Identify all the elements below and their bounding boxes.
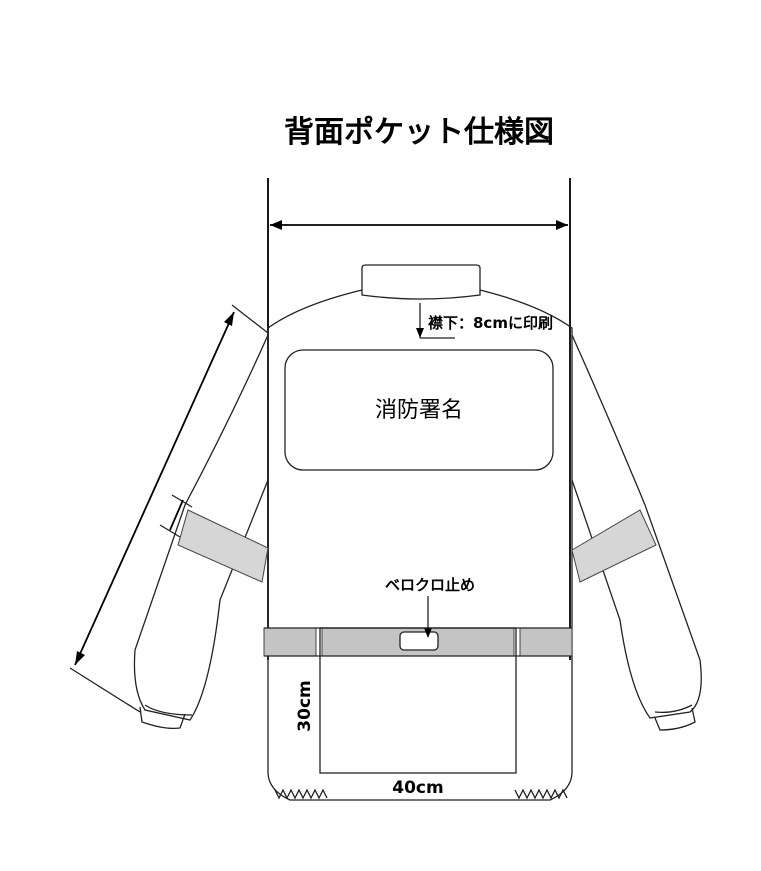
right-sleeve xyxy=(571,334,702,719)
band-width-dimension xyxy=(159,494,193,538)
diagram-title: 背面ポケット仕様図 xyxy=(284,115,554,150)
waist-band-left xyxy=(263,627,317,657)
velcro-tab xyxy=(399,631,439,651)
jacket-body-outline xyxy=(267,289,573,801)
waist-band-right xyxy=(519,627,573,657)
collar xyxy=(361,264,481,300)
sleeve-length-dimension xyxy=(69,304,269,713)
right-sleeve-band xyxy=(571,509,657,583)
hem-vent-right xyxy=(514,788,568,800)
left-sleeve-band xyxy=(177,509,269,583)
left-cuff-fold xyxy=(144,704,193,716)
pocket-width-label: 40cm xyxy=(392,778,443,798)
station-name-panel xyxy=(284,349,554,471)
left-sleeve xyxy=(133,334,269,721)
hem-vent-left xyxy=(274,788,328,800)
right-cuff xyxy=(654,707,696,731)
collar-note: 襟下：8cmに印刷 xyxy=(428,314,553,332)
width-dimension-arrow xyxy=(270,220,568,230)
velcro-label: ベロクロ止め xyxy=(385,576,475,594)
station-name-label: 消防署名 xyxy=(375,398,463,423)
right-cuff-fold xyxy=(654,704,693,713)
collar-note-leader xyxy=(416,303,455,339)
pocket-height-label: 30cm xyxy=(295,680,315,731)
back-pocket xyxy=(319,627,517,774)
left-cuff xyxy=(139,706,186,730)
velcro-leader xyxy=(424,596,432,638)
